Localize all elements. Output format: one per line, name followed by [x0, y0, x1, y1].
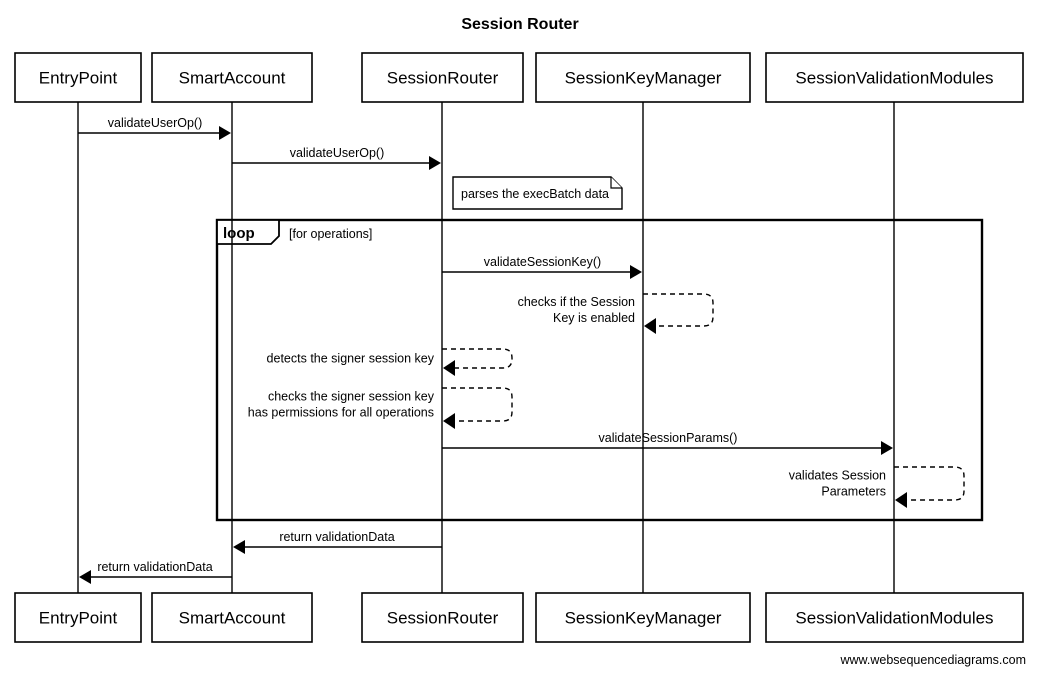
participant-box[interactable]: [535, 52, 751, 103]
participant-box[interactable]: [765, 52, 1024, 103]
message-label: return validationData: [279, 530, 394, 544]
self-call-s3: checks the signer session key has permiss…: [248, 387, 513, 429]
participant-label: SessionRouter: [387, 609, 499, 628]
participant-label: SessionRouter: [387, 69, 499, 88]
participant-label: EntryPoint: [39, 69, 118, 88]
note-fold-corner: [610, 177, 622, 189]
message-m4: validateSessionParams(): [442, 431, 893, 455]
messages-layer: validateUserOp() validateUserOp() validate…: [78, 116, 893, 584]
self-call-path: [643, 293, 714, 327]
message-m6: return validationData: [79, 560, 232, 584]
lifelines-layer: [77, 102, 895, 593]
notes-layer: parses the execBatch data: [452, 176, 623, 210]
message-label: validateSessionKey(): [484, 255, 601, 269]
participant-sessionvalidationmodules-bottom[interactable]: SessionValidationModules: [765, 592, 1024, 643]
participant-label: SmartAccount: [179, 609, 286, 628]
participant-box[interactable]: [151, 592, 313, 643]
message-m2: validateUserOp(): [232, 146, 441, 170]
participant-box[interactable]: [535, 592, 751, 643]
participant-smartaccount-bottom[interactable]: SmartAccount: [151, 592, 313, 643]
participant-label: SessionValidationModules: [795, 609, 993, 628]
message-arrowhead: [881, 441, 893, 455]
message-m5: return validationData: [233, 530, 442, 554]
self-call-arrowhead: [644, 318, 656, 334]
self-call-label-line: Key is enabled: [553, 311, 635, 325]
self-call-s1: checks if the SessionKey is enabled: [518, 293, 714, 334]
participant-box[interactable]: [151, 52, 313, 103]
message-label: validateSessionParams(): [599, 431, 738, 445]
note-body: [452, 176, 623, 210]
page-title: Session Router: [461, 16, 578, 33]
self-call-arrowhead: [443, 360, 455, 376]
self-call-path: [442, 348, 513, 369]
self-call-label-line: checks the signer session key: [268, 390, 435, 404]
participant-sessionvalidationmodules-top[interactable]: SessionValidationModules: [765, 52, 1024, 103]
participant-box[interactable]: [361, 52, 524, 103]
footer-attribution: www.websequencediagrams.com: [839, 653, 1026, 667]
self-call-label-line: checks if the Session: [518, 295, 635, 309]
message-label: validateUserOp(): [290, 146, 384, 160]
message-m3: validateSessionKey(): [442, 255, 642, 279]
message-arrowhead: [233, 540, 245, 554]
self-call-arrowhead: [443, 413, 455, 429]
participant-label: SessionKeyManager: [565, 609, 722, 628]
self-call-arrowhead: [895, 492, 907, 508]
participant-label: SessionValidationModules: [795, 69, 993, 88]
frame-kind-label: loop: [223, 225, 255, 242]
participant-box[interactable]: [765, 592, 1024, 643]
participant-box[interactable]: [14, 592, 142, 643]
message-label: validateUserOp(): [108, 116, 202, 130]
self-call-label-line: validates Session: [789, 469, 886, 483]
participant-label: SessionKeyManager: [565, 69, 722, 88]
participant-label: SmartAccount: [179, 69, 286, 88]
frame-condition-label: [for operations]: [289, 227, 372, 241]
participant-sessionkeymanager-top[interactable]: SessionKeyManager: [535, 52, 751, 103]
self-call-label-line: Parameters: [821, 485, 886, 499]
participant-sessionrouter-top[interactable]: SessionRouter: [361, 52, 524, 103]
message-arrowhead: [79, 570, 91, 584]
participant-smartaccount-top[interactable]: SmartAccount: [151, 52, 313, 103]
self-call-path: [894, 466, 965, 501]
note-n1: parses the execBatch data: [452, 176, 623, 210]
participant-sessionrouter-bottom[interactable]: SessionRouter: [361, 592, 524, 643]
self-call-s2: detects the signer session key: [267, 348, 513, 376]
participant-label: EntryPoint: [39, 609, 118, 628]
self-calls-layer: checks if the SessionKey is enabled detec…: [248, 293, 965, 508]
note-text: parses the execBatch data: [461, 187, 609, 201]
participants-layer: EntryPointEntryPointSmartAccountSmartAcc…: [14, 52, 1024, 643]
message-arrowhead: [630, 265, 642, 279]
message-label: return validationData: [97, 560, 212, 574]
participant-entrypoint-top[interactable]: EntryPoint: [14, 52, 142, 103]
self-call-label-line: detects the signer session key: [267, 352, 435, 366]
frame-border: [215, 218, 984, 522]
participant-entrypoint-bottom[interactable]: EntryPoint: [14, 592, 142, 643]
self-call-path: [442, 387, 513, 422]
message-m1: validateUserOp(): [78, 116, 231, 140]
message-arrowhead: [429, 156, 441, 170]
participant-box[interactable]: [361, 592, 524, 643]
message-arrowhead: [219, 126, 231, 140]
participant-sessionkeymanager-bottom[interactable]: SessionKeyManager: [535, 592, 751, 643]
self-call-label-line: has permissions for all operations: [248, 406, 434, 420]
participant-box[interactable]: [14, 52, 142, 103]
